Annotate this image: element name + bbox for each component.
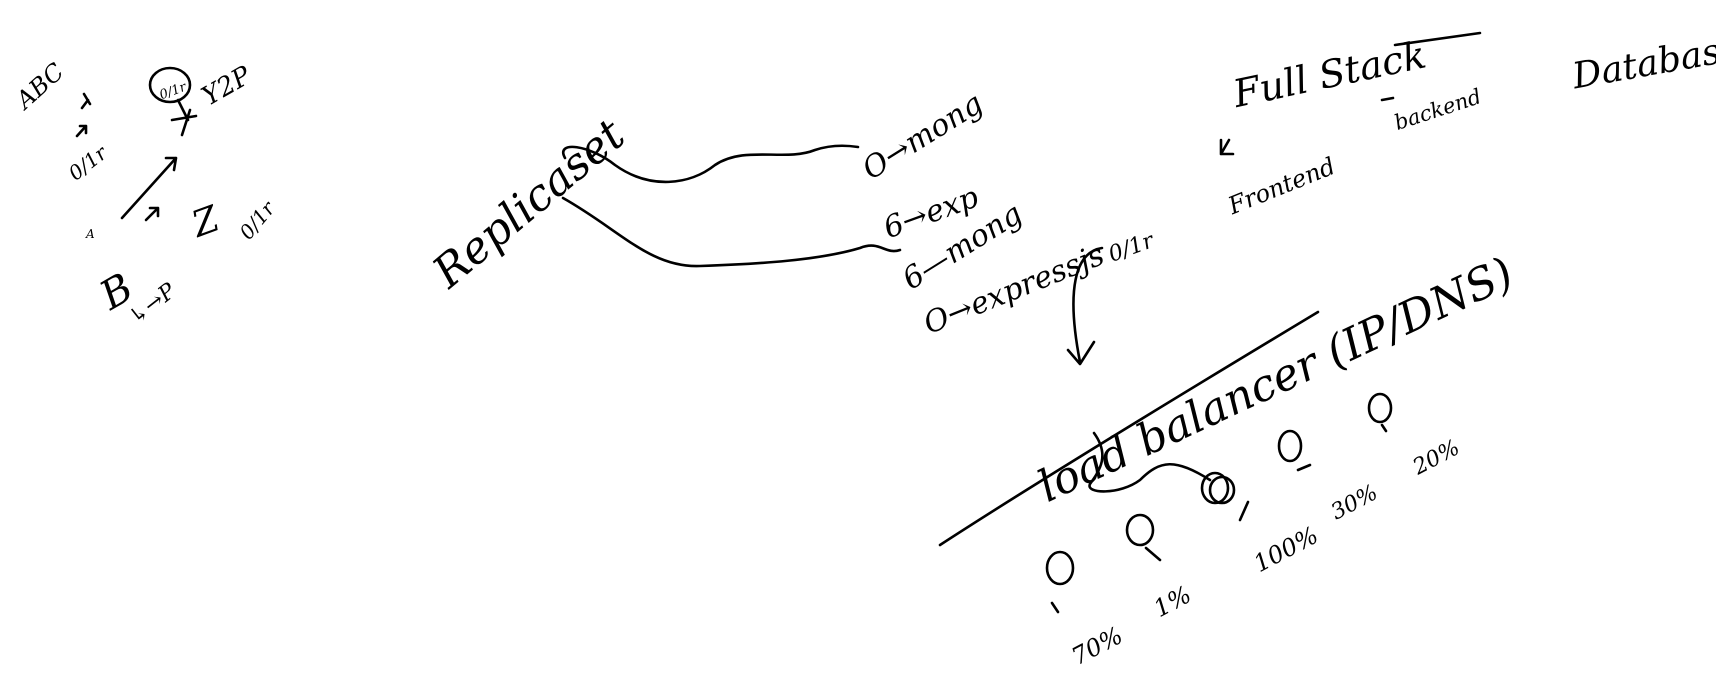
server-circle-4 — [1277, 429, 1303, 463]
server-circle-3a — [1200, 471, 1230, 505]
okr-arrow — [1066, 246, 1104, 366]
server-circle-1 — [1045, 550, 1075, 586]
load-balancer-line — [938, 310, 1320, 547]
replica-curve-top — [562, 144, 860, 184]
circled-node-ink — [148, 66, 192, 104]
frontend-arrow-ink — [1219, 138, 1235, 156]
a-mark-text: A — [86, 227, 95, 241]
separator-line — [1393, 31, 1482, 47]
arrow-small-ink — [144, 206, 160, 222]
server-tick-3 — [1238, 500, 1250, 522]
arrow-up-ink — [75, 124, 88, 138]
server-circle-5 — [1367, 392, 1393, 424]
server-circle-2 — [1125, 513, 1155, 547]
server-tick-1 — [1050, 601, 1060, 614]
server-tick-2 — [1144, 546, 1162, 562]
arrow-b-to-node — [120, 156, 178, 220]
replica-curve-bottom — [561, 196, 902, 268]
server-tick-5 — [1380, 423, 1388, 433]
backend-dash — [1380, 96, 1395, 102]
server-tick-4 — [1296, 463, 1312, 472]
server-circle-3b — [1208, 475, 1236, 505]
routing-curve — [1088, 431, 1212, 493]
arrow-abc-ink — [80, 92, 92, 110]
struck-letter-ink — [170, 98, 198, 137]
